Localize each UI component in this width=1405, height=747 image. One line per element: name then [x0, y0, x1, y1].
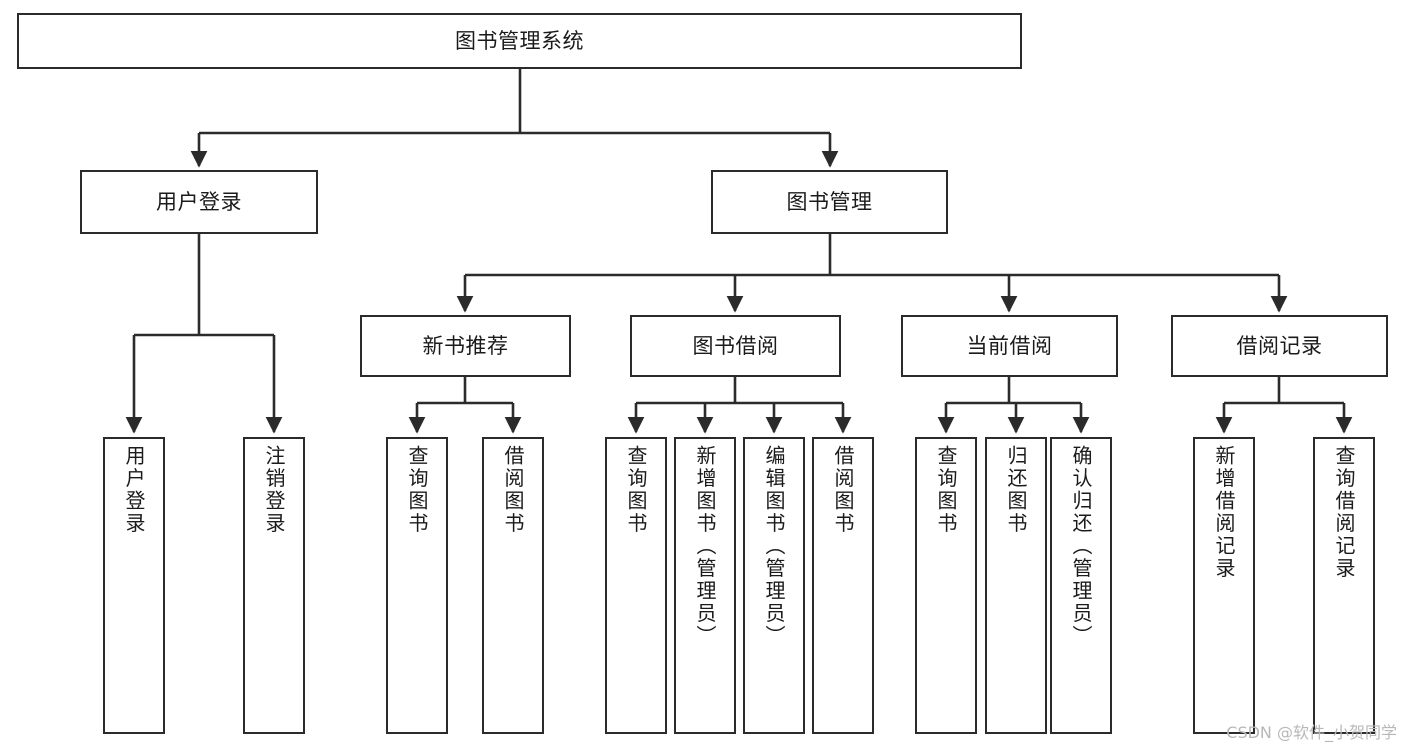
node-book-management-label: 图书管理 — [786, 189, 873, 214]
node-book-borrow[interactable]: 图书借阅 — [630, 315, 841, 377]
node-new-book-recommend-label: 新书推荐 — [422, 333, 509, 358]
leaf-user-login[interactable]: 用户登录 — [103, 437, 165, 734]
leaf-return-book-label: 归还图书 — [1004, 445, 1028, 535]
node-borrow-record-label: 借阅记录 — [1236, 333, 1323, 358]
leaf-add-book-label: 新增图书（管理员） — [693, 445, 717, 648]
node-root-label: 图书管理系统 — [455, 28, 584, 53]
leaf-borrow-book-2[interactable]: 借阅图书 — [812, 437, 874, 734]
node-borrow-record[interactable]: 借阅记录 — [1171, 315, 1388, 377]
leaf-query-record[interactable]: 查询借阅记录 — [1313, 437, 1375, 734]
leaf-logout-login-label: 注销登录 — [262, 445, 286, 535]
leaf-logout-login[interactable]: 注销登录 — [243, 437, 305, 734]
node-book-management[interactable]: 图书管理 — [711, 170, 948, 234]
leaf-query-book-3-label: 查询图书 — [934, 445, 958, 535]
node-current-borrow[interactable]: 当前借阅 — [901, 315, 1118, 377]
leaf-query-book-2-label: 查询图书 — [624, 445, 648, 535]
leaf-edit-book-label: 编辑图书（管理员） — [762, 445, 786, 648]
node-new-book-recommend[interactable]: 新书推荐 — [360, 315, 571, 377]
leaf-query-book-2[interactable]: 查询图书 — [605, 437, 667, 734]
node-user-login-label: 用户登录 — [156, 189, 242, 214]
leaf-query-book-3[interactable]: 查询图书 — [915, 437, 977, 734]
leaf-query-record-label: 查询借阅记录 — [1332, 445, 1356, 580]
leaf-confirm-return[interactable]: 确认归还（管理员） — [1050, 437, 1112, 734]
leaf-query-book-1-label: 查询图书 — [405, 445, 429, 535]
leaf-user-login-label: 用户登录 — [122, 445, 146, 535]
leaf-return-book[interactable]: 归还图书 — [985, 437, 1047, 734]
leaf-borrow-book-1[interactable]: 借阅图书 — [482, 437, 544, 734]
leaf-query-book-1[interactable]: 查询图书 — [386, 437, 448, 734]
leaf-borrow-book-2-label: 借阅图书 — [831, 445, 855, 535]
node-root[interactable]: 图书管理系统 — [17, 13, 1022, 69]
node-current-borrow-label: 当前借阅 — [966, 333, 1053, 358]
node-book-borrow-label: 图书借阅 — [692, 333, 779, 358]
leaf-confirm-return-label: 确认归还（管理员） — [1069, 445, 1093, 648]
leaf-borrow-book-1-label: 借阅图书 — [501, 445, 525, 535]
leaf-add-book[interactable]: 新增图书（管理员） — [674, 437, 736, 734]
csdn-watermark: CSDN @软件_小贺同学 — [1226, 723, 1397, 742]
leaf-add-record-label: 新增借阅记录 — [1212, 445, 1236, 580]
leaf-add-record[interactable]: 新增借阅记录 — [1193, 437, 1255, 734]
leaf-edit-book[interactable]: 编辑图书（管理员） — [743, 437, 805, 734]
node-user-login[interactable]: 用户登录 — [80, 170, 318, 234]
